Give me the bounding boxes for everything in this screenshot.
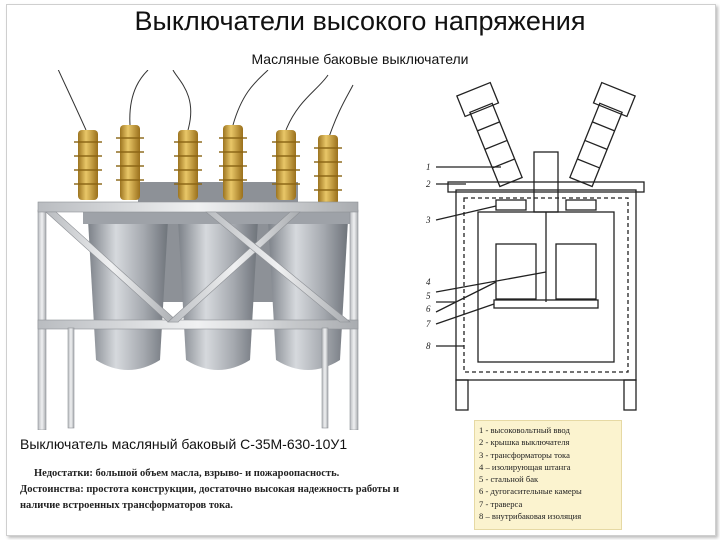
legend-item: 7 - траверса	[479, 498, 523, 509]
legend-item: 5 - стальной бак	[479, 474, 539, 485]
legend-item: 3 - трансформаторы тока	[479, 449, 570, 460]
notes-disadvantages: Недостатки: большой объем масла, взрыво-…	[34, 468, 340, 479]
legend-item: 8 – внутрибаковая изоляция	[479, 511, 582, 522]
scheme-label-5: 5	[426, 291, 431, 301]
scheme-label-1: 1	[426, 162, 431, 172]
page-subtitle: Масляные баковые выключатели	[251, 51, 469, 67]
breaker-caption: Выключатель масляный баковый С-35М-630-1…	[20, 436, 348, 452]
legend-item: 2 - крышка выключателя	[479, 437, 570, 448]
breaker-photo	[37, 70, 359, 430]
breaker-schematic: 1 2 3 4 5 6 7 8	[426, 81, 645, 411]
notes-advantages: Достоинства: простота конструкции, доста…	[20, 484, 400, 511]
legend-item: 4 – изолирующая штанга	[479, 461, 571, 472]
notes-block: Недостатки: большой объем масла, взрыво-…	[20, 466, 420, 514]
scheme-label-8: 8	[426, 341, 431, 351]
scheme-label-2: 2	[426, 179, 431, 189]
scheme-label-6: 6	[426, 304, 431, 314]
legend-item: 6 - дугогасительные камеры	[479, 486, 582, 497]
scheme-label-4: 4	[426, 277, 431, 287]
scheme-label-7: 7	[426, 319, 431, 329]
page-title: Выключатели высокого напряжения	[134, 6, 586, 36]
scheme-label-3: 3	[426, 215, 431, 225]
schematic-legend: 1 - высоковольтный ввод 2 - крышка выклю…	[474, 420, 622, 530]
legend-item: 1 - высоковольтный ввод	[479, 425, 570, 435]
